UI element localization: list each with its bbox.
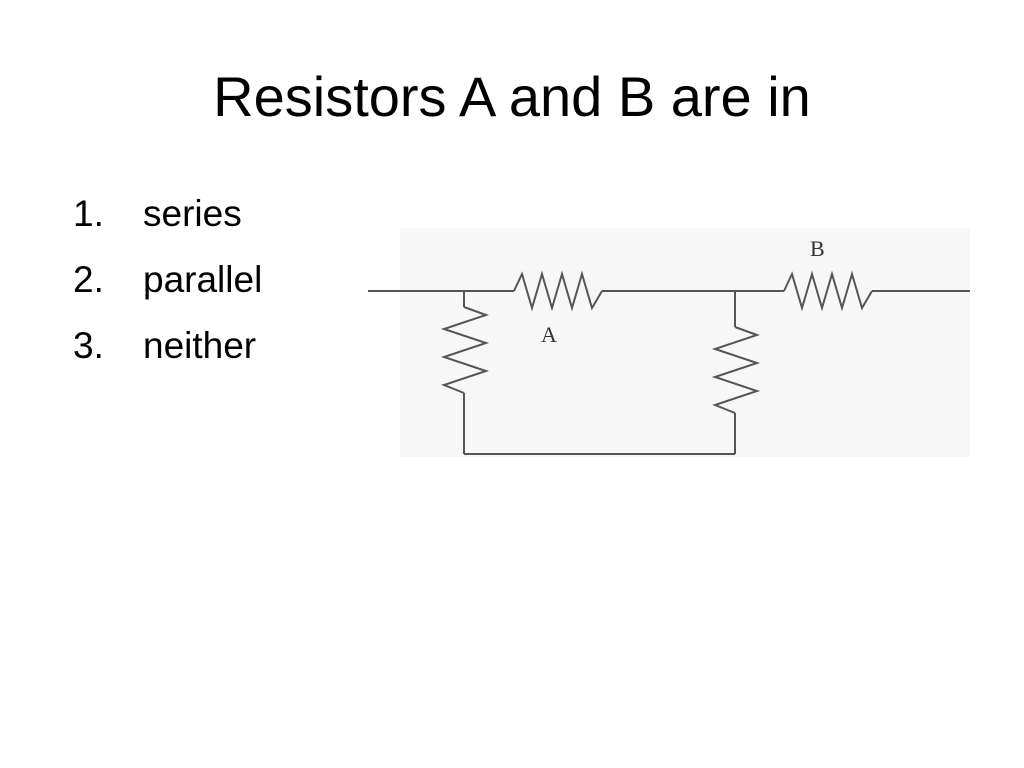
- resistor-b: [783, 270, 873, 312]
- option-number: 2.: [73, 259, 104, 300]
- circuit-background: [400, 228, 970, 457]
- option-label: series: [143, 193, 242, 234]
- option-1[interactable]: 1. series: [73, 190, 262, 256]
- resistor-a: [513, 270, 603, 312]
- answer-options: 1. series 2. parallel 3. neither: [73, 190, 262, 388]
- resistor-b-label: B: [810, 236, 825, 261]
- right-vertical-resistor: [711, 326, 761, 414]
- option-label: neither: [143, 325, 257, 366]
- option-3[interactable]: 3. neither: [73, 322, 262, 388]
- left-vertical-resistor: [440, 306, 490, 394]
- circuit-diagram: A B: [366, 225, 972, 460]
- option-2[interactable]: 2. parallel: [73, 256, 262, 322]
- option-number: 3.: [73, 325, 104, 366]
- circuit-svg: A B: [368, 236, 970, 455]
- slide-title: Resistors A and B are in: [213, 65, 811, 128]
- resistor-a-label: A: [541, 322, 557, 347]
- option-label: parallel: [143, 259, 263, 300]
- option-number: 1.: [73, 193, 104, 234]
